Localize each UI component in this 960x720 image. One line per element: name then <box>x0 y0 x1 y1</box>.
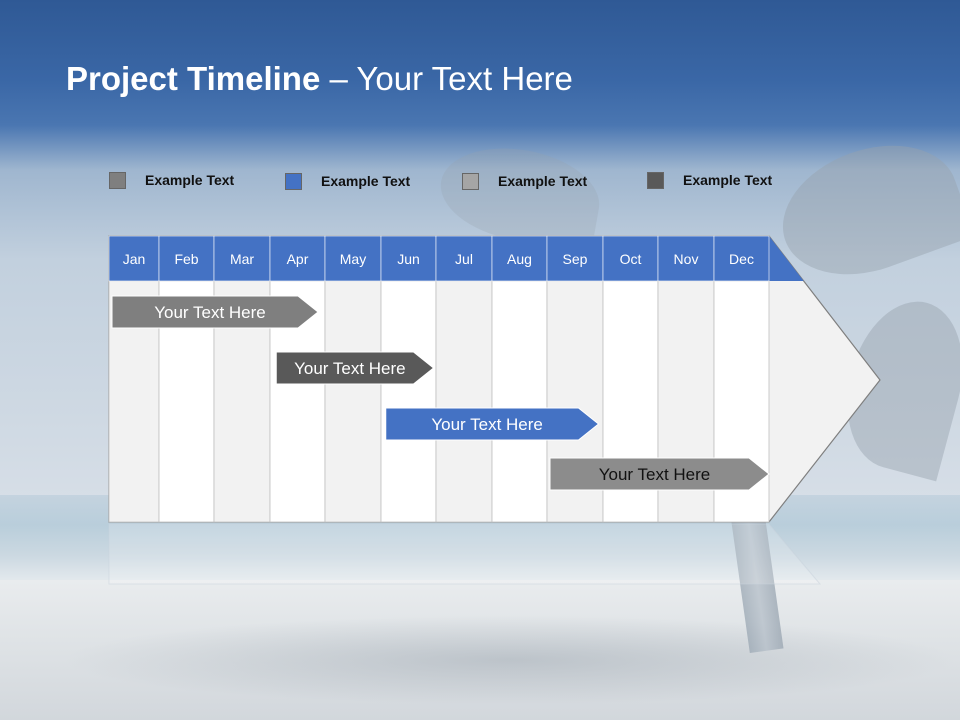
month-label: May <box>340 251 366 267</box>
title-bold: Project Timeline <box>66 60 321 97</box>
month-label: Jun <box>397 251 420 267</box>
month-header-cell <box>546 235 604 282</box>
month-header-cell <box>713 235 770 282</box>
month-column <box>380 280 437 523</box>
month-header-cell <box>657 235 715 282</box>
month-header-cell <box>213 235 271 282</box>
month-column <box>435 280 493 523</box>
legend-label: Example Text <box>321 173 411 189</box>
legend-item: Example Text <box>462 171 587 191</box>
legend-swatch <box>462 172 479 190</box>
timeline-bar <box>275 351 435 385</box>
legend-swatch <box>285 172 302 190</box>
month-label: Feb <box>174 251 198 267</box>
page-title: Project Timeline – Your Text Here <box>66 60 573 98</box>
month-label: Oct <box>620 251 642 267</box>
timeline-bar-label: Your Text Here <box>431 415 543 434</box>
title-rest: – Your Text Here <box>320 60 573 97</box>
month-label: Nov <box>674 251 699 267</box>
month-label: Dec <box>729 251 754 267</box>
legend-item: Example Text <box>285 171 410 191</box>
timeline-bar <box>385 407 600 441</box>
month-label: Aug <box>507 251 532 267</box>
timeline-bar <box>549 457 770 491</box>
timeline-bar-label: Your Text Here <box>154 303 266 322</box>
arrow-reflection <box>108 523 822 585</box>
palm-shadow <box>60 615 960 705</box>
month-label: Jul <box>455 251 473 267</box>
legend-swatch <box>647 171 664 189</box>
month-header-cell <box>324 235 382 282</box>
legend-item: Example Text <box>109 170 234 190</box>
legend-label: Example Text <box>683 172 773 188</box>
month-header-cell <box>269 235 326 282</box>
legend-label: Example Text <box>498 173 588 189</box>
timeline-bar-label: Your Text Here <box>599 465 711 484</box>
month-header-cell <box>491 235 548 282</box>
month-label: Sep <box>563 251 588 267</box>
sand <box>0 580 960 720</box>
timeline-bar <box>111 295 319 329</box>
month-column <box>324 280 382 523</box>
legend-label: Example Text <box>145 172 235 188</box>
month-label: Jan <box>123 251 146 267</box>
month-label: Apr <box>287 251 309 267</box>
month-header-cell <box>435 235 493 282</box>
timeline-bar-label: Your Text Here <box>294 359 406 378</box>
legend-swatch <box>109 171 126 189</box>
legend-item: Example Text <box>647 170 772 190</box>
month-label: Mar <box>230 251 254 267</box>
month-header-cell <box>108 235 160 282</box>
month-column <box>491 280 548 523</box>
month-header-cell <box>158 235 215 282</box>
